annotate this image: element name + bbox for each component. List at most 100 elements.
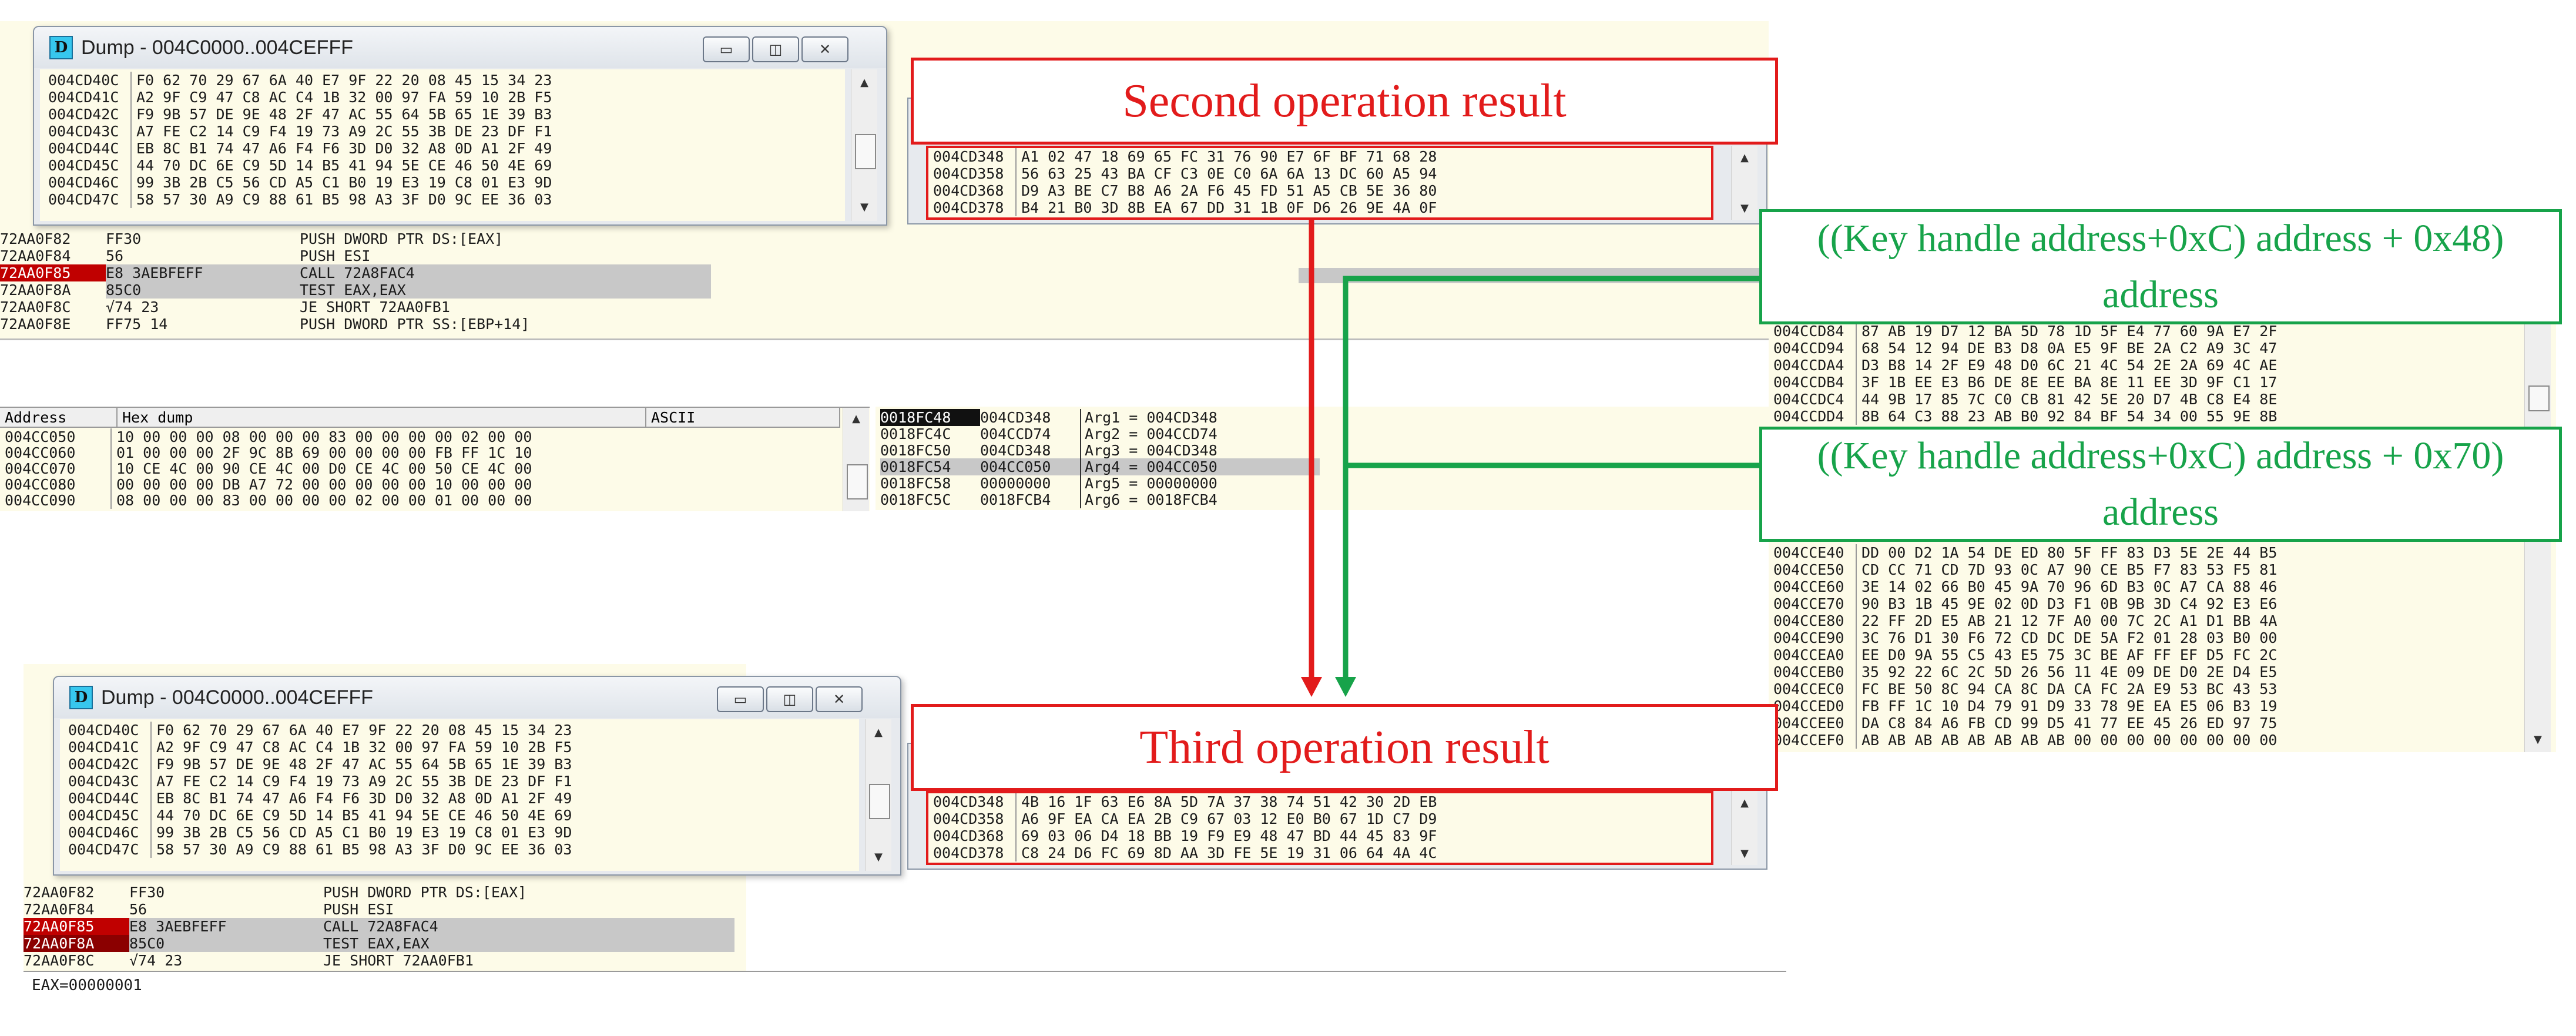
close-icon: ✕ xyxy=(819,41,831,58)
right-dump-upper[interactable]: 004CCD7417 E8 D0 F0 2D 6D 27 A1 61 AC 24… xyxy=(1769,311,2556,432)
dump-window-bottom[interactable]: D Dump - 004C0000..004CEFFF ▭ ◫ ✕ 004CD4… xyxy=(53,676,901,876)
right-upper-scrollbar[interactable] xyxy=(2524,311,2551,432)
second-result-address: 004CD348 xyxy=(933,148,1017,165)
scroll-thumb[interactable] xyxy=(855,134,876,169)
minimize-button[interactable]: ▭ xyxy=(717,686,764,712)
third-result-scrollbar[interactable]: ▲ ▼ xyxy=(1731,791,1757,865)
hexdump-header-address[interactable]: Address xyxy=(0,408,118,428)
dump-window-top[interactable]: D Dump - 004C0000..004CEFFF ▭ ◫ ✕ 004CD4… xyxy=(33,26,887,226)
scroll-down-icon[interactable]: ▼ xyxy=(1740,202,1749,214)
second-result-scrollbar[interactable]: ▲ ▼ xyxy=(1731,146,1757,220)
scroll-down-icon[interactable]: ▼ xyxy=(874,850,883,863)
scroll-thumb[interactable] xyxy=(869,784,890,819)
scroll-down-icon[interactable]: ▼ xyxy=(2534,733,2542,746)
dump-window-scrollbar[interactable]: ▲ ▼ xyxy=(865,719,891,871)
scroll-up-icon[interactable]: ▲ xyxy=(860,76,868,89)
maximize-button[interactable]: ◫ xyxy=(766,686,813,712)
hexdump-header-hex[interactable]: Hex dump xyxy=(118,408,646,428)
scroll-thumb[interactable] xyxy=(2528,385,2550,411)
close-button[interactable]: ✕ xyxy=(816,686,863,712)
scroll-down-icon[interactable]: ▼ xyxy=(860,200,868,213)
dump-window-scrollbar[interactable]: ▲ ▼ xyxy=(851,69,877,221)
scroll-up-icon[interactable]: ▲ xyxy=(852,412,860,425)
scroll-up-icon[interactable]: ▲ xyxy=(1740,796,1749,809)
scroll-up-icon[interactable]: ▲ xyxy=(1740,151,1749,164)
minimize-button[interactable]: ▭ xyxy=(703,36,750,62)
hexdump-header-ascii[interactable]: ASCII xyxy=(646,408,840,428)
close-button[interactable]: ✕ xyxy=(801,36,848,62)
scroll-up-icon[interactable]: ▲ xyxy=(874,726,883,739)
scroll-down-icon[interactable]: ▼ xyxy=(1740,847,1749,860)
maximize-button[interactable]: ◫ xyxy=(752,36,799,62)
right-lower-scrollbar[interactable]: ▼ xyxy=(2524,541,2551,752)
scroll-thumb[interactable] xyxy=(847,464,868,499)
hexdump-scrollbar[interactable]: ▲ xyxy=(843,408,869,511)
